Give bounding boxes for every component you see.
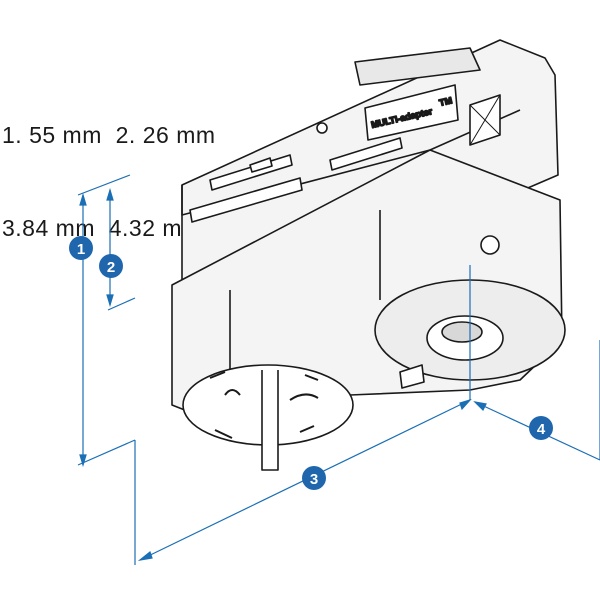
dimension-line-2	[107, 190, 136, 311]
top-clip	[354, 47, 481, 86]
badge-1: 1	[69, 236, 93, 260]
legend-row-1: 1. 55 mm 2. 26 mm	[2, 122, 216, 148]
product-logo-tm: TM	[438, 95, 453, 108]
tab	[399, 364, 425, 389]
slot-2	[249, 157, 273, 173]
dimension-lines	[77, 174, 600, 565]
badge-4: 4	[529, 416, 553, 440]
screw-hole-side	[480, 235, 500, 255]
badge-3: 3	[302, 466, 326, 490]
adapter-body: MULTI-adapter TM	[171, 39, 566, 471]
badge-2: 2	[99, 254, 123, 278]
logo-plate	[364, 84, 459, 141]
slot-3	[329, 137, 403, 171]
badge-1-label: 1	[77, 241, 85, 258]
screw-hole-top	[316, 122, 328, 134]
dimension-line-1	[77, 174, 136, 466]
dimension-legend: 1. 55 mm 2. 26 mm 3.84 mm 4.32 mm	[2, 58, 216, 275]
slot-4	[189, 177, 303, 223]
badge-3-label: 3	[310, 471, 318, 488]
badge-2-label: 2	[107, 259, 115, 276]
badge-4-label: 4	[537, 421, 546, 438]
